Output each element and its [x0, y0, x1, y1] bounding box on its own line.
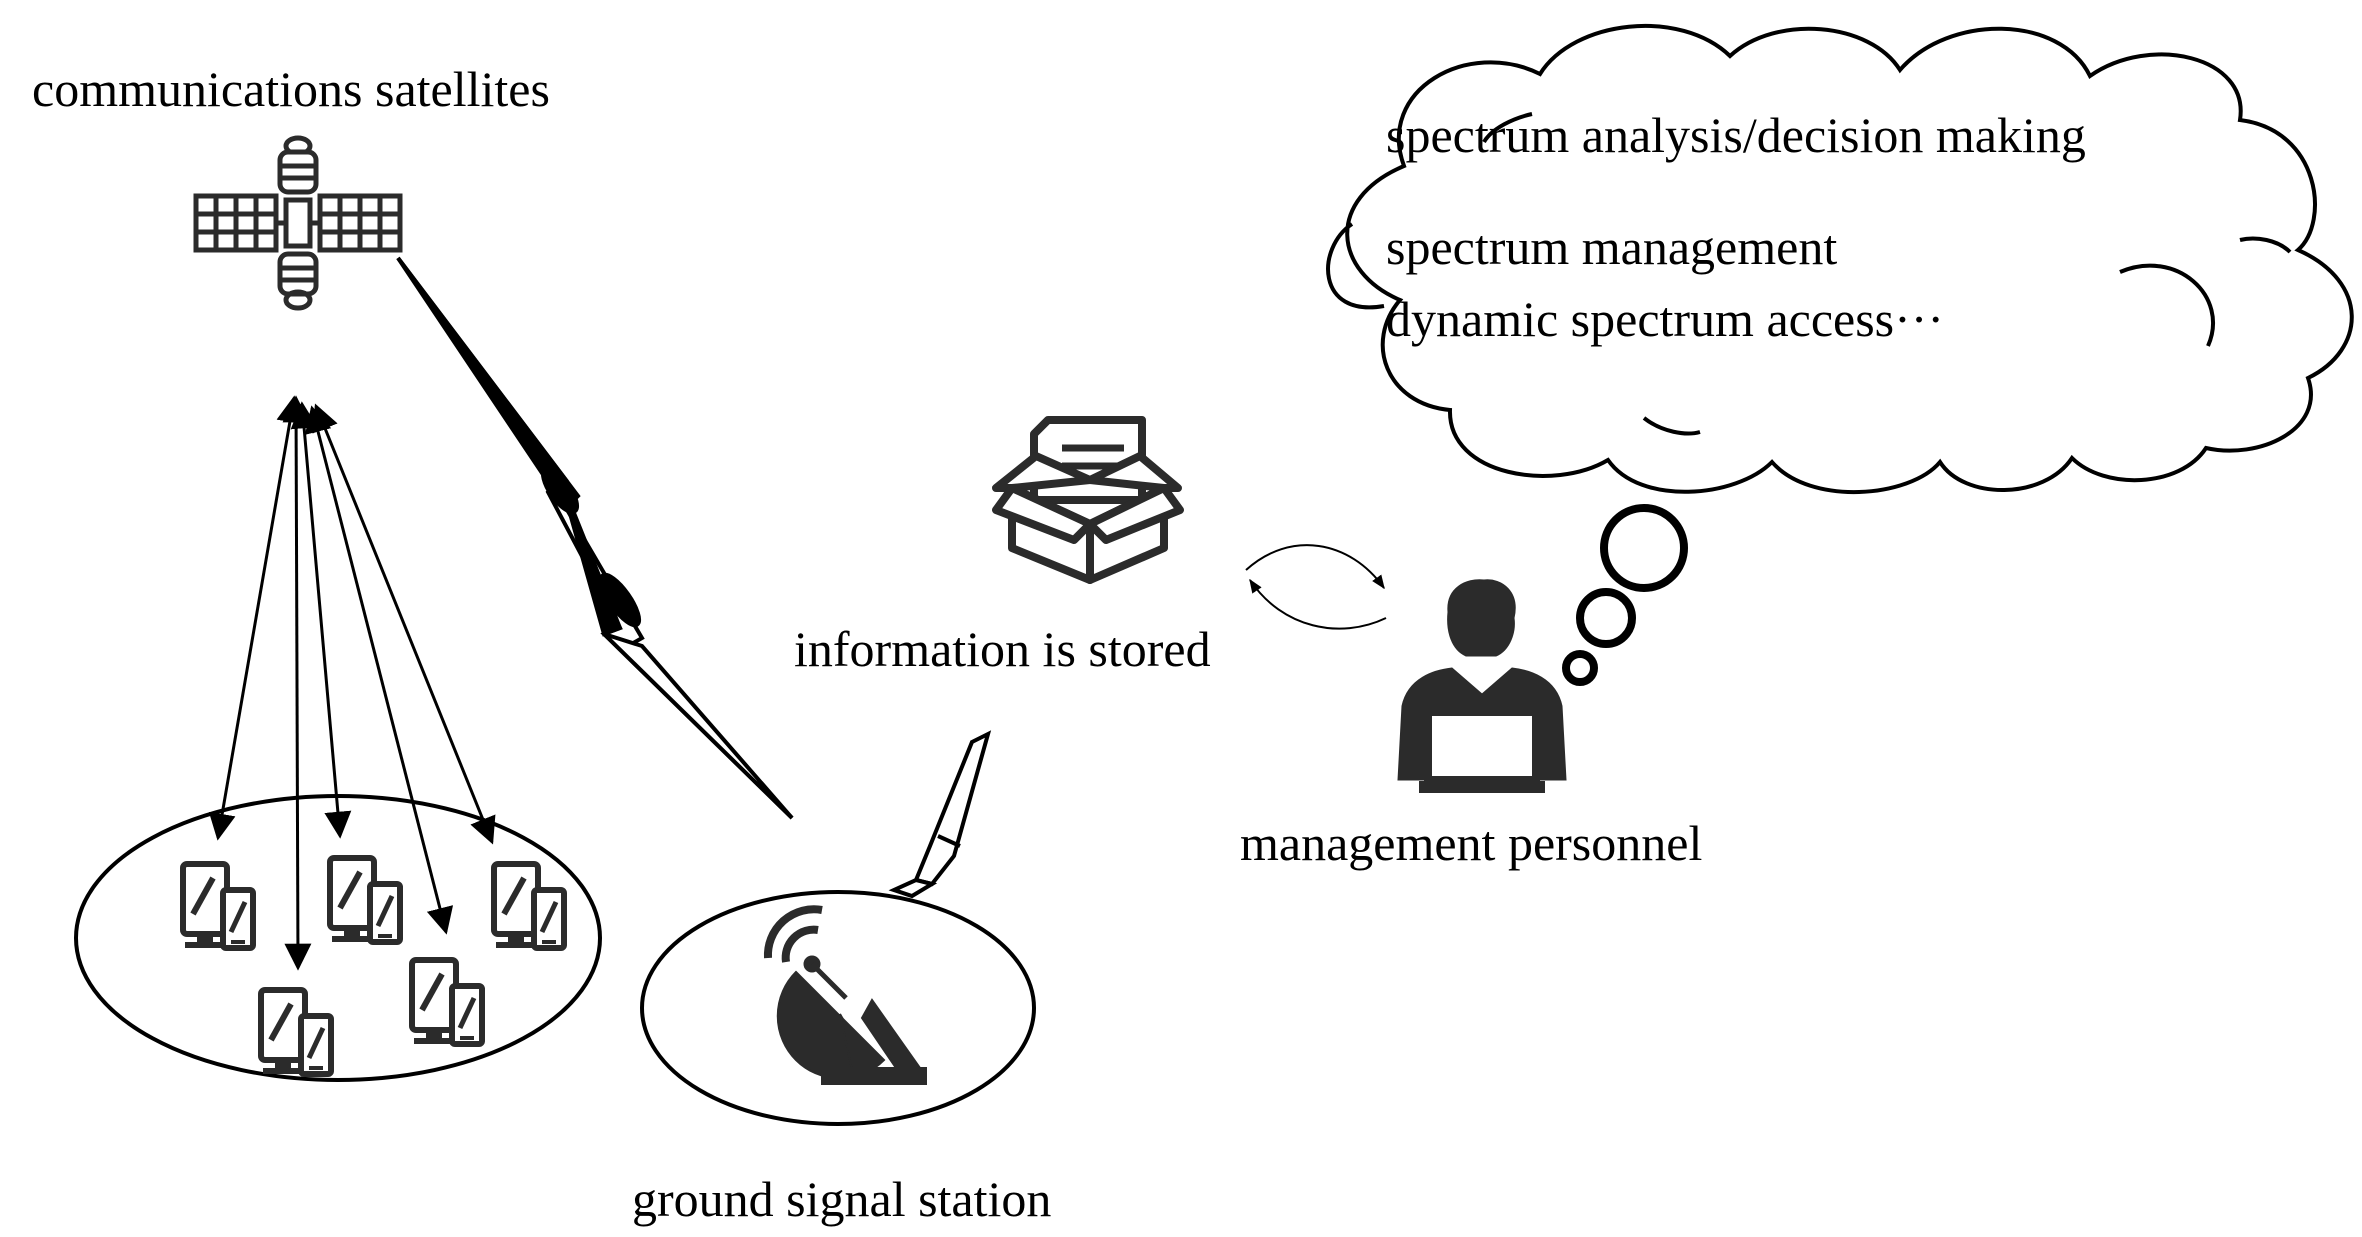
- device-icon-2: [330, 858, 400, 942]
- uplink-downlink-arrows: [208, 395, 496, 971]
- thought-bubble-small: [1562, 650, 1598, 686]
- satellites-label: communications satellites: [32, 61, 550, 117]
- cloud-item-1: spectrum analysis/decision making: [1386, 107, 2086, 163]
- satellite-icon: [193, 135, 403, 311]
- terminal-group-ellipse: [74, 794, 602, 1082]
- thought-cloud: spectrum analysis/decision making spectr…: [1326, 23, 2354, 495]
- thought-bubble-medium: [1576, 588, 1636, 648]
- thought-bubble-large: [1600, 504, 1688, 592]
- cloud-item-2: spectrum management: [1386, 219, 1837, 275]
- personnel-label: management personnel: [1240, 815, 1702, 871]
- arrow-device-1: [208, 395, 304, 841]
- ground-station-ellipse: [640, 890, 1036, 1126]
- arrow-device-5: [312, 403, 496, 845]
- satellite-dish-icon: [763, 905, 927, 1085]
- cloud-item-3: dynamic spectrum access···: [1386, 291, 1944, 347]
- arrow-device-4: [304, 405, 454, 935]
- ground-station-label: ground signal station: [632, 1171, 1051, 1227]
- person-at-laptop-icon: [1397, 579, 1567, 793]
- thought-bubbles: [1562, 504, 1688, 686]
- arrow-device-3: [290, 401, 352, 839]
- lightning-link-icon: [396, 256, 794, 820]
- circular-arrows-icon: [1245, 544, 1387, 630]
- antenna-beam-icon: [888, 730, 992, 899]
- device-icon-1: [183, 864, 253, 948]
- device-icon-3: [494, 864, 564, 948]
- device-icon-5: [412, 960, 482, 1044]
- stored-label: information is stored: [794, 621, 1211, 677]
- device-icon-4: [261, 990, 331, 1074]
- arrow-device-2: [282, 395, 312, 971]
- storage-box-icon: [992, 416, 1184, 584]
